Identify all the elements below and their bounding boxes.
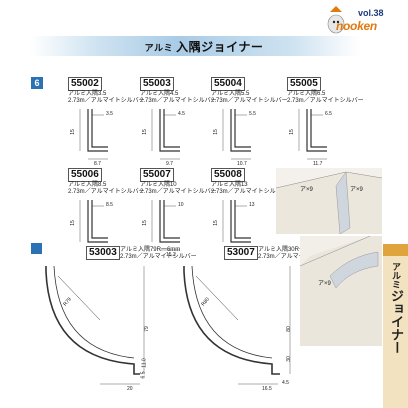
product-code: 55006 [68,168,102,182]
photo-label-3: ア×9 [318,281,331,287]
product-spec-53003: 2.73m／アルマイトシルバー [120,254,197,260]
dim-height: 15 [69,129,76,135]
product-name: アルミ入隅5.5 [211,91,250,97]
install-photo-1 [275,168,383,235]
sidebar-label: アルミジョイナー [388,262,404,354]
dim-53003-w: 20 [127,386,133,392]
install-illustration-2 [299,235,382,346]
volume-label: vol.38 [358,8,384,18]
product-name: アルミ入隅3.5 [68,91,107,97]
dim-height: 15 [141,220,148,226]
dim-53007-h: 80 [285,326,292,332]
install-photo-2 [299,235,382,346]
product-code: 55004 [211,77,245,91]
dim-top: 13 [249,202,255,208]
dim-top: 6.5 [325,111,332,117]
product-spec: 2.73m／アルマイトシルバー [68,98,145,104]
photo-label-1: ア×9 [300,187,313,193]
profile-drawing [151,200,180,251]
dim-width: 10.7 [237,161,247,167]
dim-53007-w: 16.5 [262,386,272,392]
product-name: アルミ入隅10 [140,182,177,188]
title-bar [30,36,360,56]
mascot-icon [327,6,345,34]
brand-logo [326,4,402,36]
product-name-53003: アルミ入隅79R一6mm [120,247,181,253]
product-spec: 2.73m／アルマイトシルバー [211,98,288,104]
dim-53007-a: 30 [285,356,292,362]
sidebar-label-small: アルミ [391,262,401,289]
profile-drawing [222,109,251,160]
page-title-main: 入隅ジョイナー [176,40,264,54]
product-name-53007: アルミ入隅30R一9mm [258,247,319,253]
product-spec: 2.73m／アルマイトシルバー [287,98,364,104]
product-spec-53007: 2.73m／アルマイトシルバー [258,254,335,260]
profile-drawing [79,109,108,160]
dim-53003-h: 79 [143,326,150,332]
profile-drawing [298,109,327,160]
product-name: アルミ入隅6.5 [287,91,326,97]
product-code: 55005 [287,77,321,91]
photo-label-2: ア×9 [350,187,363,193]
brand-name: nooken [336,19,377,33]
dim-height: 15 [69,220,76,226]
profile-drawing [151,109,180,160]
page-title-prefix: アルミ [144,43,174,53]
dim-height: 15 [212,129,219,135]
dim-height: 15 [288,129,295,135]
dim-top: 8.5 [106,202,113,208]
dim-top: 3.5 [106,111,113,117]
dim-top: 10 [178,202,184,208]
product-code: 55008 [211,168,245,182]
page-title: アルミ入隅ジョイナー [0,38,408,55]
product-name: アルミ入隅4.5 [140,91,179,97]
install-illustration-1 [275,171,383,235]
section-marker [31,243,42,254]
product-code-53007: 53007 [224,246,258,260]
profile-drawing-53007 [183,265,291,385]
dim-height: 15 [212,220,219,226]
dim-width: 8.7 [94,161,101,167]
product-name: アルミ入隅8.5 [68,182,107,188]
product-name: アルミ入隅13 [211,182,248,188]
product-code: 55007 [140,168,174,182]
product-code-53003: 53003 [86,246,120,260]
dim-53007-b: 4.5 [282,380,289,386]
profile-drawing-53003 [45,265,145,385]
product-code: 55002 [68,77,102,91]
dim-width: 15.2 [166,252,176,258]
product-spec: 2.73m／アルマイトシルバー [211,189,288,195]
dim-top: 5.5 [249,111,256,117]
product-spec: 2.73m／アルマイトシルバー [68,189,145,195]
sidebar-label-main: ジョイナー [389,289,404,354]
section-number: 6 [31,77,43,89]
dim-53003-b: 6.5 [140,371,147,379]
product-spec: 2.73m／アルマイトシルバー [140,189,217,195]
dim-width: 11.7 [313,161,323,167]
product-spec: 2.73m／アルマイトシルバー [140,98,217,104]
dim-width: 9.7 [166,161,173,167]
sidebar [383,244,408,408]
dim-top: 4.5 [178,111,185,117]
dim-height: 15 [141,129,148,135]
dim-53003-a: 11.0 [141,358,148,368]
sidebar-tab [383,244,408,256]
product-code: 55003 [140,77,174,91]
